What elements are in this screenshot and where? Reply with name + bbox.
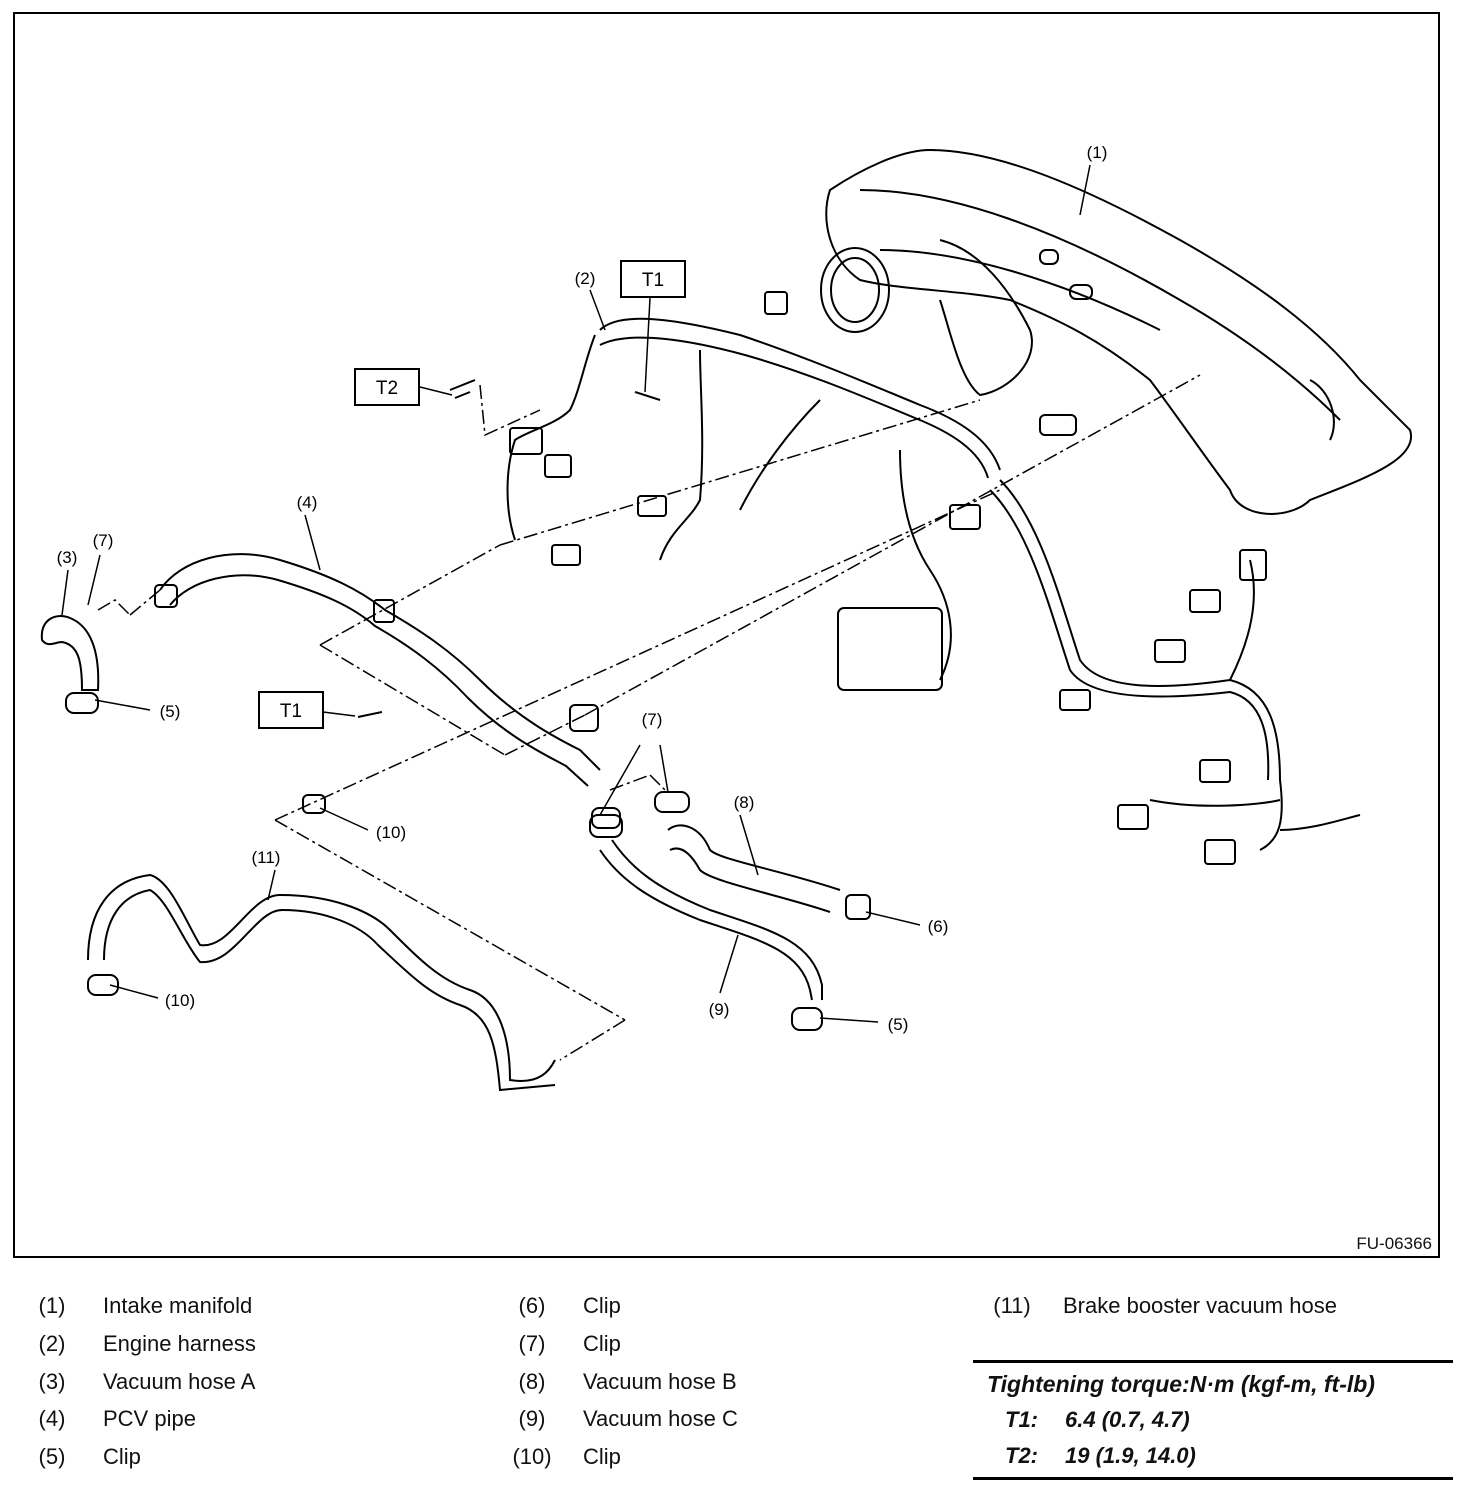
callout-3: (3) (57, 548, 78, 567)
legend-num-3: (3) (38, 1369, 66, 1394)
callout-10-center: (10) (376, 823, 406, 842)
figure-id: FU-06366 (1356, 1234, 1432, 1253)
legend-num-7: (7) (518, 1331, 546, 1356)
callout-5-left: (5) (160, 702, 181, 721)
callout-11: (11) (252, 848, 281, 867)
legend-num-1: (1) (38, 1293, 66, 1318)
torque-label-t1-top: T1 (620, 260, 686, 298)
legend-num-4: (4) (38, 1406, 66, 1431)
legend-label-11: Brake booster vacuum hose (1063, 1293, 1337, 1318)
torque-row-value: 19 (1.9, 14.0) (1065, 1443, 1196, 1468)
torque-row-value: 6.4 (0.7, 4.7) (1065, 1407, 1190, 1432)
legend-label-8: Vacuum hose B (583, 1369, 737, 1394)
callout-5-right: (5) (888, 1015, 909, 1034)
callout-1: (1) (1087, 143, 1108, 162)
callout-2: (2) (575, 269, 596, 288)
legend-num-10: (10) (512, 1444, 552, 1469)
legend-label-1: Intake manifold (103, 1293, 253, 1318)
legend-num-9: (9) (518, 1406, 546, 1431)
torque-row-t1: T1: 6.4 (0.7, 4.7) (1005, 1407, 1190, 1433)
vacuum-hose-c (589, 814, 823, 1031)
legend-num-2: (2) (38, 1331, 66, 1356)
assembly-leader-lines (97, 374, 1201, 1061)
brake-booster-vacuum-hose (87, 873, 556, 1092)
callout-4: (4) (297, 493, 318, 512)
legend-label-3: Vacuum hose A (103, 1369, 256, 1394)
callout-8: (8) (734, 793, 755, 812)
diagram-frame (13, 12, 1440, 1258)
legend-label-9: Vacuum hose C (583, 1406, 738, 1431)
legend-num-8: (8) (518, 1369, 546, 1394)
engine-harness (506, 291, 1361, 865)
legend-label-2: Engine harness (103, 1331, 256, 1356)
callout-6: (6) (928, 917, 949, 936)
legend-num-5: (5) (38, 1444, 66, 1469)
legend-label-6: Clip (583, 1293, 621, 1318)
callout-7-left: (7) (93, 531, 114, 550)
torque-table-title: Tightening torque:N·m (kgf-m, ft-lb) (987, 1371, 1375, 1397)
svg-text:T1: T1 (280, 701, 302, 722)
torque-row-key: T2: (1005, 1443, 1038, 1468)
callout-7-center: (7) (642, 710, 663, 729)
clips-and-bolts (302, 379, 661, 829)
callout-10-left: (10) (165, 991, 195, 1010)
vacuum-hose-b (654, 791, 871, 920)
tightening-torque-table: Tightening torque:N·m (kgf-m, ft-lb) T1:… (973, 1360, 1453, 1480)
callout-leaders (61, 164, 1091, 1023)
callout-9: (9) (709, 1000, 730, 1019)
pcv-pipe (154, 553, 601, 787)
torque-label-t1-bottom: T1 (258, 691, 324, 729)
torque-label-t2: T2 (354, 368, 420, 406)
intake-manifold (820, 148, 1413, 515)
legend-label-5: Clip (103, 1444, 141, 1469)
torque-row-key: T1: (1005, 1407, 1038, 1432)
legend-label-10: Clip (583, 1444, 621, 1469)
legend-num-6: (6) (518, 1293, 546, 1318)
legend-label-4: PCV pipe (103, 1406, 196, 1431)
vacuum-hose-a (40, 615, 100, 714)
legend-label-7: Clip (583, 1331, 621, 1356)
legend-num-11: (11) (993, 1293, 1031, 1318)
svg-text:T2: T2 (376, 378, 398, 399)
svg-text:T1: T1 (642, 270, 664, 291)
torque-row-t2: T2: 19 (1.9, 14.0) (1005, 1443, 1196, 1469)
